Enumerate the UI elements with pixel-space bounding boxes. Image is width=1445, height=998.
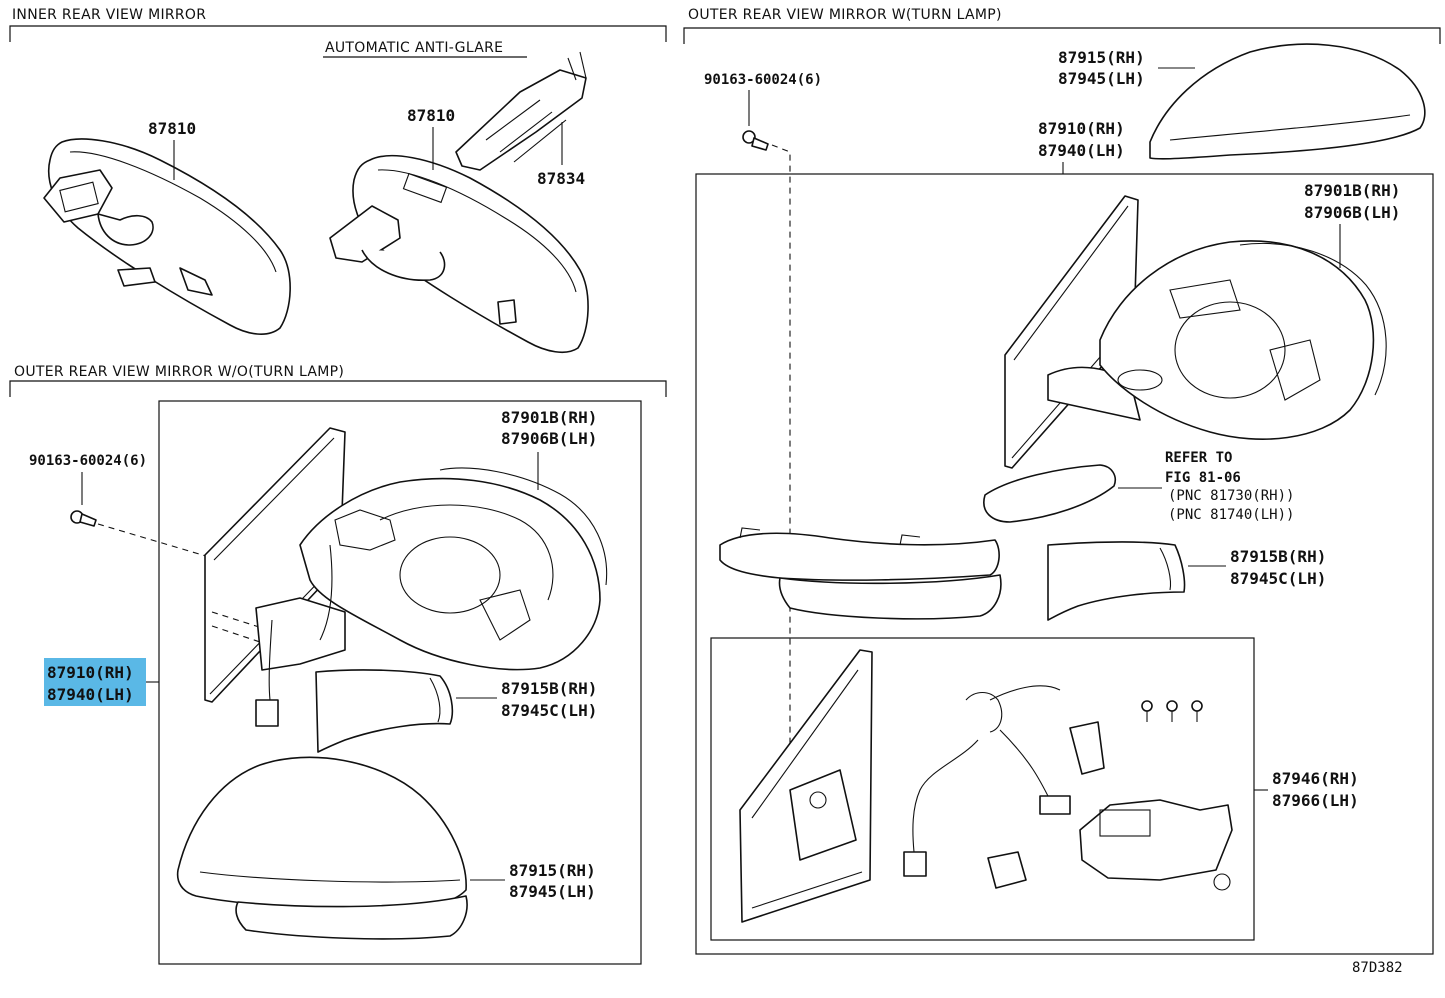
part-number-87940-wo[interactable]: 87940(LH): [47, 685, 134, 704]
wo-connector: [255, 699, 279, 727]
figure-code: 87D382: [1352, 960, 1403, 976]
inner-mirror-standard: [43, 138, 291, 335]
w-clip: [987, 851, 1027, 889]
w-lower-cover: [1047, 541, 1186, 621]
w-motor-parts: [739, 649, 1233, 923]
inner-section-title: INNER REAR VIEW MIRROR: [12, 7, 206, 23]
part-number-90163-w: 90163-60024(6): [704, 72, 822, 88]
inner-section-subtitle: AUTOMATIC ANTI-GLARE: [325, 40, 503, 56]
label-inner-mirror-auto: 87810 87834: [407, 106, 585, 188]
w-turn-lamp: [983, 464, 1116, 523]
part-number-87946-w: 87946(RH): [1272, 769, 1359, 788]
label-inner-mirror-std: 87810: [148, 119, 196, 180]
part-number-87915-wo: 87915(RH): [509, 861, 596, 880]
part-number-87906b-w: 87906B(LH): [1304, 203, 1400, 222]
outer-w-section-title: OUTER REAR VIEW MIRROR W(TURN LAMP): [688, 7, 1002, 23]
part-number-90163-wo: 90163-60024(6): [29, 453, 147, 469]
inner-mirror-auto-anti-glare: [329, 154, 589, 354]
part-number-87940-w: 87940(LH): [1038, 141, 1125, 160]
highlight-87910: [44, 658, 146, 706]
outer-w-assembly-box: [695, 173, 1434, 955]
w-lower-cover-assembly: [719, 527, 1002, 620]
wo-cover: [176, 756, 468, 940]
part-number-87910-wo[interactable]: 87910(RH): [47, 663, 134, 682]
outer-w-motor-subbox: [710, 637, 1255, 941]
wo-labels: 87901B(RH) 87906B(LH) 87910(RH) 87940(LH…: [44, 408, 597, 901]
part-number-87945c-w: 87945C(LH): [1230, 569, 1326, 588]
wo-mirror-assembly: [204, 427, 608, 727]
refer-to-label: REFER TO: [1165, 450, 1232, 466]
w-labels: 87915(RH) 87945(LH) 87910(RH) 87940(LH) …: [1038, 48, 1400, 810]
w-cover: [1149, 43, 1426, 160]
wo-lower-cover: [315, 669, 454, 753]
part-number-87810-std: 87810: [148, 119, 196, 138]
part-number-87901b-wo: 87901B(RH): [501, 408, 597, 427]
refer-pnc-rh: (PNC 81730(RH)): [1168, 488, 1294, 504]
part-number-87915b-w: 87915B(RH): [1230, 547, 1326, 566]
refer-pnc-lh: (PNC 81740(LH)): [1168, 507, 1294, 523]
part-number-87901b-w: 87901B(RH): [1304, 181, 1400, 200]
part-number-87910-w: 87910(RH): [1038, 119, 1125, 138]
part-number-87810-auto: 87810: [407, 106, 455, 125]
inner-bracket: [455, 51, 587, 171]
part-number-87906b-wo: 87906B(LH): [501, 429, 597, 448]
outer-wo-section-title: OUTER REAR VIEW MIRROR W/O(TURN LAMP): [14, 364, 344, 380]
part-number-87915-w: 87915(RH): [1058, 48, 1145, 67]
inner-section-frame: INNER REAR VIEW MIRROR AUTOMATIC ANTI-GL…: [9, 7, 667, 58]
part-number-87915b-wo: 87915B(RH): [501, 679, 597, 698]
w-screw-group: 90163-60024(6): [704, 72, 822, 880]
refer-fig-label: FIG 81-06: [1165, 470, 1241, 486]
part-number-87945-w: 87945(LH): [1058, 69, 1145, 88]
part-number-87945c-wo: 87945C(LH): [501, 701, 597, 720]
w-mirror-assembly: [1004, 195, 1387, 469]
part-number-87945-wo: 87945(LH): [509, 882, 596, 901]
part-number-87834: 87834: [537, 169, 585, 188]
screw-icon-w: [742, 130, 756, 144]
outer-w-section-frame: OUTER REAR VIEW MIRROR W(TURN LAMP): [683, 7, 1441, 955]
part-number-87966-w: 87966(LH): [1272, 791, 1359, 810]
